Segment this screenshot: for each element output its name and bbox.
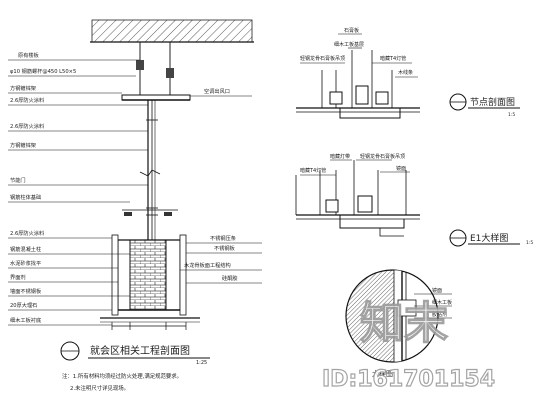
label-upper-7: 钢筋柱体基础: [10, 193, 41, 201]
watermark-logo: 知末: [360, 298, 448, 349]
label-right-2: 不锈钢板: [214, 244, 236, 252]
detail-3-label-1: 细木工板: [432, 299, 452, 306]
detail-2-label-0: 暗藏灯带: [330, 153, 350, 160]
detail-2-label-1: 轻钢龙骨石膏板吊顶: [360, 153, 405, 160]
label-upper-0: 原有楼板: [18, 51, 40, 59]
detail-1-label-0: 石膏板: [344, 27, 359, 34]
detail-1-label-3: 木线条: [398, 69, 413, 76]
label-right-4: 硅酮胶: [222, 274, 238, 282]
watermark-id: ID:161701154: [322, 367, 495, 392]
detail-1-label-4: 轻钢龙骨石膏板吊顶: [300, 55, 345, 62]
detail-1-label-1: 细木工板基层: [334, 41, 364, 48]
label-upper-6: 节能门: [10, 176, 26, 184]
column-core: [129, 239, 167, 311]
detail-1-scale: 1:5: [508, 112, 515, 118]
detail-1-title: 节点剖面图: [470, 96, 515, 108]
labels-lower: 2.6厚防火涂料 钢筋混凝土柱 水泥砂浆找平 界面剂 墙面不锈钢板 20厚大理石…: [10, 229, 44, 324]
note-line-2: 2.未注明尺寸详见现场。: [70, 384, 129, 392]
label-right-1: 不锈钢压条: [210, 234, 236, 242]
label-upper-5: 方钢镀锌架: [10, 141, 36, 149]
label-upper-2: 方钢镀锌架: [10, 84, 36, 92]
detail-3-label-2: 胶粘剂: [432, 311, 447, 318]
detail-3: 镜面 细木工板 胶粘剂 大样图: [345, 269, 452, 378]
main-title: 就会区相关工程剖面图: [90, 344, 190, 357]
detail-1: 石膏板 细木工板基层 暗藏T4灯管 木线条 轻钢龙骨石膏板吊顶 节点剖面图 1:…: [296, 27, 520, 119]
label-lower-1: 钢筋混凝土柱: [10, 245, 41, 253]
detail-3-label-0: 镜面: [432, 287, 442, 294]
note-line-1: 注：1.所有材料均须经过防火处理,满足规范要求。: [62, 372, 182, 380]
label-upper-3: 2.6厚防火涂料: [10, 96, 44, 104]
label-lower-6: 细木工板衬底: [10, 316, 41, 324]
detail-2: 暗藏灯带 轻钢龙骨石膏板吊顶 暗藏T4灯管 镜面 E1大样图 1:5: [295, 153, 533, 247]
label-lower-0: 2.6厚防火涂料: [10, 229, 44, 237]
main-scale: 1:25: [196, 360, 207, 366]
label-lower-3: 界面剂: [10, 273, 26, 281]
watermark: 知末 ID:161701154: [321, 297, 495, 392]
detail-2-label-3: 镜面: [396, 165, 406, 172]
main-section: 原有楼板 φ10 钢筋螺杆@450 L50×5 方钢镀锌架 2.6厚防火涂料 2…: [8, 19, 262, 392]
labels-right: 空调出风口 不锈钢压条 不锈钢板 木龙骨板面工程结构 硅酮胶: [184, 87, 238, 282]
label-lower-4: 墙面不锈钢板: [10, 287, 42, 295]
label-lower-5: 20厚大理石: [10, 301, 37, 309]
detail-3-title: 大样图: [372, 369, 393, 378]
label-right-3: 木龙骨板面工程结构: [184, 261, 231, 269]
label-upper-1: φ10 钢筋螺杆@450 L50×5: [10, 67, 76, 75]
labels-upper: 原有楼板 φ10 钢筋螺杆@450 L50×5 方钢镀锌架 2.6厚防火涂料 2…: [10, 51, 76, 201]
detail-2-title: E1大样图: [470, 232, 508, 244]
detail-2-label-2: 暗藏T4灯管: [300, 167, 326, 174]
ceiling-slab: [91, 19, 253, 43]
label-upper-4: 2.6厚防火涂料: [10, 122, 44, 130]
detail-2-scale: 1:5: [526, 240, 533, 246]
label-right-0: 空调出风口: [204, 87, 230, 95]
label-lower-2: 水泥砂浆找平: [10, 259, 41, 267]
detail-1-label-2: 暗藏T4灯管: [380, 55, 406, 62]
